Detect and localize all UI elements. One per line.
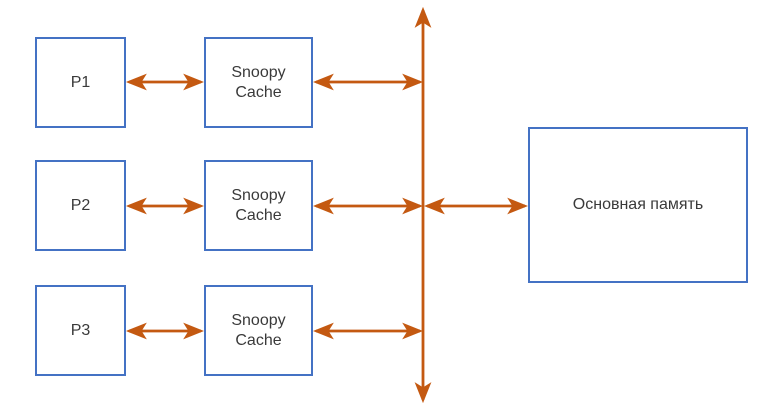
processor-box-p1: P1	[35, 37, 126, 128]
cache-label: Snoopy Cache	[231, 311, 286, 349]
processor-label: P1	[70, 73, 91, 91]
snoopy-cache-box-2: Snoopy Cache	[204, 160, 313, 251]
processor-label: P3	[70, 321, 91, 339]
cache-label: Snoopy Cache	[231, 63, 286, 101]
snoopy-cache-box-3: Snoopy Cache	[204, 285, 313, 376]
snoopy-cache-box-1: Snoopy Cache	[204, 37, 313, 128]
processor-box-p3: P3	[35, 285, 126, 376]
processor-label: P2	[70, 196, 91, 214]
main-memory-box: Основная память	[528, 127, 748, 283]
processor-box-p2: P2	[35, 160, 126, 251]
main-memory-label: Основная память	[572, 196, 704, 213]
cache-label: Snoopy Cache	[231, 186, 286, 224]
